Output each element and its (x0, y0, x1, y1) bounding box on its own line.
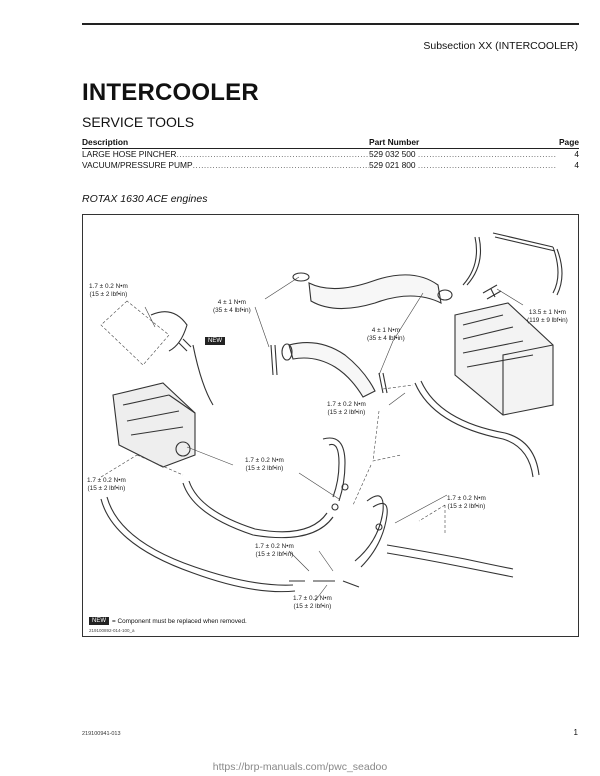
legend-text: = Component must be replaced when remove… (112, 617, 247, 625)
dot-leader: ........................................… (417, 149, 557, 159)
tool-description: VACUUM/PRESSURE PUMP....................… (82, 160, 369, 171)
torque-callout: 1.7 ± 0.2 N•m(15 ± 2 lbf•in) (293, 595, 332, 610)
fitting (178, 338, 192, 352)
drain-hose (386, 552, 514, 578)
drain-tube (420, 380, 540, 476)
column-header-description: Description (82, 137, 129, 147)
intercooler-fins (462, 314, 554, 415)
torque-callout: 13.5 ± 1 N•m(119 ± 9 lbf•in) (527, 309, 568, 324)
table-row: LARGE HOSE PINCHER......................… (82, 149, 579, 160)
hose-clamp (270, 344, 278, 376)
service-tools-table: Description Part Number Page LARGE HOSE … (82, 137, 579, 171)
watermark-url: https://brp-manuals.com/pwc_seadoo (212, 761, 388, 773)
torque-callout: 1.7 ± 0.2 N•m(15 ± 2 lbf•in) (89, 283, 128, 298)
torque-callout: 1.7 ± 0.2 N•m(15 ± 2 lbf•in) (245, 457, 284, 472)
charge-air-elbow (288, 342, 376, 398)
document-code: 219100941-013 (82, 731, 121, 737)
subsection-header: Subsection XX (INTERCOOLER) (423, 40, 578, 52)
torque-callout: 1.7 ± 0.2 N•m(15 ± 2 lbf•in) (327, 401, 366, 416)
charge-air-hose (308, 274, 442, 310)
torque-callout: 1.7 ± 0.2 N•m(15 ± 2 lbf•in) (87, 477, 126, 492)
tool-page: 4 (574, 160, 579, 170)
dot-leader: ........................................… (176, 149, 369, 159)
engine-label: ROTAX 1630 ACE engines (82, 193, 208, 205)
drain-hose (360, 502, 388, 568)
page-number: 1 (573, 728, 578, 737)
bolt (482, 284, 502, 300)
drain-tube (322, 437, 346, 502)
mounting-strap (492, 232, 556, 252)
torque-callout: 1.7 ± 0.2 N•m(15 ± 2 lbf•in) (255, 543, 294, 558)
intake-manifold (112, 382, 196, 468)
mounting-strap (552, 246, 563, 296)
tool-description: LARGE HOSE PINCHER......................… (82, 149, 369, 160)
diagram-drawing (100, 232, 563, 602)
figure-code: 219100892-014-100_a (89, 628, 135, 633)
intercooler-exploded-diagram: 1.7 ± 0.2 N•m(15 ± 2 lbf•in) 4 ± 1 N•m(3… (82, 214, 579, 637)
hose-clamp (378, 372, 388, 394)
fitting (289, 580, 360, 588)
page-title: INTERCOOLER (82, 79, 259, 106)
drain-hose (386, 544, 514, 570)
torque-callout: 4 ± 1 N•m(35 ± 4 lbf•in) (367, 327, 405, 342)
drain-tube (100, 498, 296, 593)
table-row: VACUUM/PRESSURE PUMP....................… (82, 160, 579, 171)
drain-hose (354, 495, 384, 562)
tool-part-number: 529 032 500 ............................… (369, 149, 557, 160)
manifold-detail (122, 394, 196, 436)
column-header-page: Page (558, 137, 579, 147)
column-header-part-number: Part Number (369, 137, 420, 147)
tool-part-number: 529 021 800 ............................… (369, 160, 557, 171)
drain-tube (182, 482, 334, 539)
intercooler-body (454, 302, 554, 416)
mounting-strap (462, 236, 482, 286)
drain-tube (328, 443, 340, 498)
tool-page: 4 (574, 149, 579, 159)
torque-callout: 1.7 ± 0.2 N•m(15 ± 2 lbf•in) (447, 495, 486, 510)
table-header-row: Description Part Number Page (82, 137, 579, 149)
new-badge: NEW (205, 337, 225, 345)
figure-legend: NEW = Component must be replaced when re… (89, 617, 247, 625)
header-rule (82, 23, 579, 25)
legend-new-badge: NEW (89, 617, 109, 625)
service-tools-heading: SERVICE TOOLS (82, 114, 195, 130)
dot-leader: ........................................… (192, 160, 369, 170)
torque-callout: 4 ± 1 N•m(35 ± 4 lbf•in) (213, 299, 251, 314)
drain-tube (188, 480, 328, 533)
vent-hose (192, 344, 214, 406)
drain-tube (106, 496, 294, 586)
dot-leader: ........................................… (417, 160, 557, 170)
vent-hose (150, 311, 188, 352)
drain-tube (414, 382, 534, 478)
